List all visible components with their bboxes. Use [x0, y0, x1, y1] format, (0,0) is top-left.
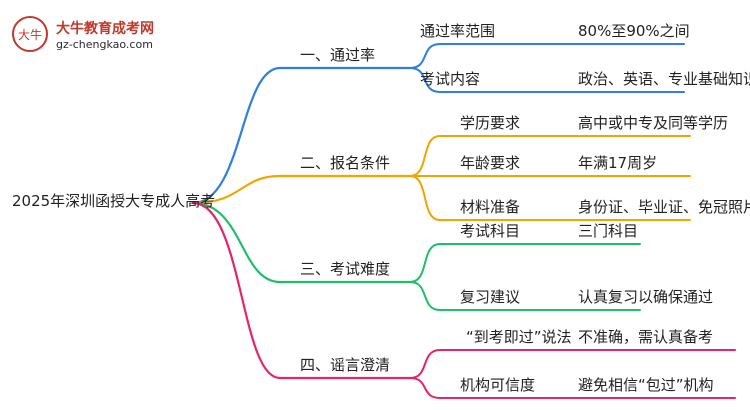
branch-label: 三、考试难度 — [300, 260, 391, 278]
branch-connector — [191, 201, 412, 284]
item-value-label: 年满17周岁 — [578, 154, 658, 172]
logo-glyph: 大牛 — [18, 27, 42, 42]
item-connector — [409, 349, 736, 379]
item-connector — [409, 135, 691, 177]
branch-connector — [191, 201, 412, 380]
logo-title: 大牛教育成考网 — [56, 21, 154, 37]
item-key-label: 考试科目 — [460, 222, 521, 240]
item-connector — [409, 175, 691, 221]
branch-label: 一、通过率 — [300, 46, 376, 64]
item-key-label: 学历要求 — [460, 114, 521, 132]
item-value-label: 不准确，需认真备考 — [578, 328, 714, 346]
item-connector — [409, 377, 736, 399]
item-key-label: 年龄要求 — [460, 154, 521, 172]
item-value-label: 政治、英语、专业基础知识 — [578, 70, 750, 88]
item-key-label: “到考即过”说法 — [466, 328, 572, 346]
item-key-label: 考试内容 — [420, 70, 481, 88]
item-value-label: 认真复习以确保通过 — [578, 288, 714, 306]
item-key-label: 材料准备 — [460, 198, 521, 216]
item-key-label: 通过率范围 — [420, 22, 496, 40]
item-key-label: 复习建议 — [460, 288, 521, 306]
item-value-label: 身份证、毕业证、免冠照片 — [578, 198, 750, 216]
branch-connector — [191, 174, 412, 205]
item-connector — [409, 43, 685, 69]
root-node-label: 2025年深圳函授大专成人高考 — [12, 192, 216, 210]
item-connector — [409, 243, 641, 283]
item-value-label: 高中或中专及同等学历 — [578, 114, 729, 132]
branch-connector — [191, 66, 412, 205]
item-value-label: 避免相信“包过”机构 — [578, 376, 714, 394]
branch-label: 二、报名条件 — [300, 154, 391, 172]
branch-label: 四、谣言澄清 — [300, 356, 391, 374]
site-logo: 大牛 大牛教育成考网 gz-chengkao.com — [10, 10, 170, 54]
logo-url: gz-chengkao.com — [56, 38, 153, 51]
logo-icon: 大牛 — [12, 16, 48, 52]
item-connector — [409, 281, 641, 311]
item-key-label: 机构可信度 — [460, 376, 536, 394]
item-value-label: 三门科目 — [578, 222, 639, 240]
item-value-label: 80%至90%之间 — [578, 22, 690, 40]
item-connector — [409, 67, 685, 93]
